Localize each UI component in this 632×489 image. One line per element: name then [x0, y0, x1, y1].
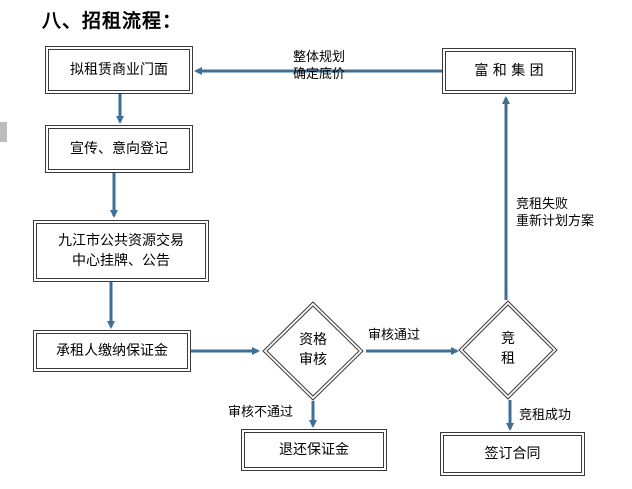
step-sign-contract-label: 签订合同: [484, 446, 541, 462]
label-plan-line1: 整体规划: [292, 50, 345, 65]
step-public-listing: 九江市公共资源交易 中心挂牌、公告: [36, 223, 206, 279]
bid-label: 竞 租: [488, 329, 528, 369]
page-edge-mark: [0, 122, 7, 142]
label-review-fail: 审核不通过: [228, 405, 294, 420]
bid-diamond: [458, 300, 558, 400]
step-refund-deposit-label: 退还保证金: [279, 442, 349, 458]
label-bid-fail: 竞租失败 重新计划方案: [516, 196, 594, 230]
step-public-listing-line1: 九江市公共资源交易: [58, 233, 184, 249]
step-pay-deposit-label: 承租人缴纳保证金: [56, 343, 168, 359]
label-plan-line2: 确定底价: [292, 67, 345, 82]
review-label-line2: 审核: [299, 352, 327, 368]
label-bid-fail-line1: 竞租失败: [516, 197, 569, 212]
label-review-pass: 审核通过: [368, 328, 421, 343]
review-label-line1: 资格: [299, 332, 327, 348]
step-publicity-label: 宣传、意向登记: [70, 141, 168, 157]
label-bid-fail-line2: 重新计划方案: [516, 214, 595, 229]
page-title: 八、招租流程：: [42, 10, 183, 32]
step-lease-shop: 拟租赁商业门面: [48, 49, 190, 91]
step-refund-deposit: 退还保证金: [244, 432, 384, 468]
step-publicity: 宣传、意向登记: [48, 128, 190, 170]
step-sign-contract: 签订合同: [443, 435, 582, 473]
label-plan-price: 整体规划 确定底价: [282, 49, 356, 83]
bid-label-line2: 租: [501, 351, 515, 367]
review-diamond: [262, 301, 364, 401]
label-bid-success: 竞租成功: [519, 408, 572, 423]
review-diamond-inner: [266, 305, 360, 397]
step-lease-shop-label: 拟租赁商业门面: [70, 62, 168, 78]
bid-diamond-inner: [462, 304, 554, 396]
review-label: 资格 审核: [283, 330, 343, 370]
bid-label-line1: 竞: [501, 331, 515, 347]
node-fuhe-group-label: 富 和 集 团: [474, 63, 544, 79]
step-public-listing-line2: 中心挂牌、公告: [72, 253, 170, 269]
step-pay-deposit: 承租人缴纳保证金: [36, 333, 188, 369]
node-fuhe-group: 富 和 集 团: [445, 51, 573, 91]
